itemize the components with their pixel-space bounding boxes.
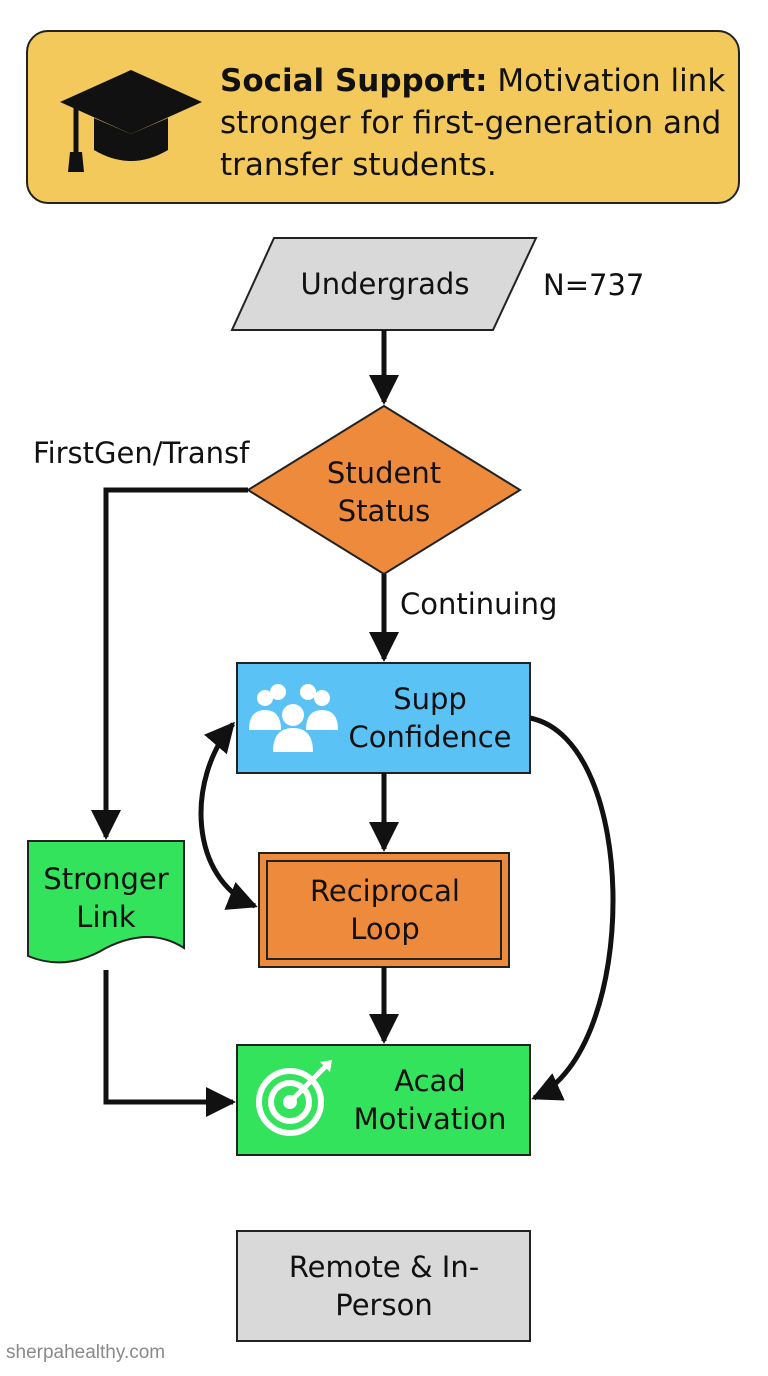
supp-confidence-label: Supp Confidence — [348, 682, 512, 754]
edge-label-firstgen: FirstGen/Transf — [33, 436, 250, 470]
target-icon — [256, 1060, 332, 1136]
graduation-cap-icon — [60, 70, 202, 172]
reciprocal-loop-shape — [258, 852, 510, 968]
edge-stronger-acad — [103, 970, 236, 1117]
edge-supp-acad-curve — [529, 715, 616, 1101]
remote-inperson-shape — [236, 1230, 531, 1342]
stronger-link-shape — [27, 840, 185, 964]
undergrads-label: Undergrads — [300, 267, 470, 301]
footer-site: sherpahealthy.com — [6, 1342, 166, 1363]
banner-title-rest: Motivation link stronger for first-gener… — [220, 63, 726, 183]
reciprocal-loop-label: Reciprocal Loop — [310, 874, 460, 946]
undergrads-shape — [230, 237, 538, 331]
acad-motivation-label: Acad Motivation — [353, 1064, 507, 1136]
stronger-link-label: Stronger Link — [43, 862, 169, 934]
sample-size-label: N=737 — [543, 268, 645, 302]
edge-reciprocal-curve — [198, 721, 258, 910]
student-status-label: Student Status — [326, 456, 442, 528]
header-banner: Social Support: Motivation link stronger… — [26, 30, 740, 204]
banner-text: Social Support: Motivation link stronger… — [220, 60, 730, 186]
edge-status-stronger — [91, 487, 248, 840]
banner-title-bold: Social Support: — [220, 63, 488, 99]
edge-label-continuing: Continuing — [400, 587, 558, 621]
connectors — [91, 330, 616, 1117]
remote-inperson-label: Remote & In-Person — [288, 1250, 480, 1322]
people-group-icon — [249, 684, 338, 752]
reciprocal-loop-inner-border — [266, 860, 502, 960]
